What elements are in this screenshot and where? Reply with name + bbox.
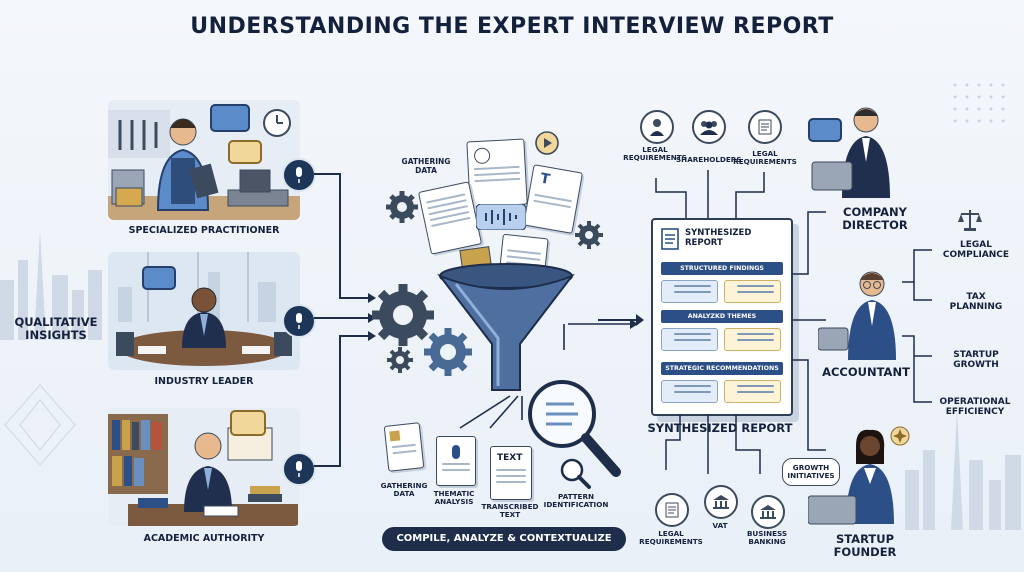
industry-leader-scene xyxy=(108,252,300,370)
report-top-label: SHAREHOLDERS xyxy=(676,155,742,164)
report-bottom-connectors xyxy=(665,414,761,474)
clock-icon xyxy=(263,109,291,137)
speech-bubble-icon xyxy=(142,266,176,290)
report-card xyxy=(724,328,781,351)
report-caption: SYNTHESIZED REPORT xyxy=(647,421,793,435)
gear-icon xyxy=(387,347,413,373)
process-step-label: PATTERN IDENTIFICATION xyxy=(543,492,609,510)
profile-document-icon xyxy=(466,138,528,208)
report-card xyxy=(724,280,781,303)
specialized-practitioner-scene xyxy=(108,100,300,220)
outcome-label: OPERATIONAL EFFICIENCY xyxy=(939,397,1011,418)
group-icon xyxy=(692,110,726,144)
stakeholder-connectors xyxy=(792,211,826,451)
bank-icon xyxy=(751,495,785,529)
bank-icon xyxy=(704,485,738,519)
outcome-label: LEGAL COMPLIANCE xyxy=(942,240,1010,261)
company-director-figure xyxy=(811,107,890,198)
speech-bubble-icon xyxy=(230,410,266,436)
gear-icon xyxy=(575,221,603,249)
text-document-icon: TEXT xyxy=(490,446,532,500)
scales-icon xyxy=(958,210,982,231)
report-section-header: STRATEGIC RECOMMENDATIONS xyxy=(661,362,783,375)
clipboard-document-icon xyxy=(383,422,425,472)
process-step-label: TRANSCRIBED TEXT xyxy=(481,502,539,520)
microphone-icon xyxy=(282,304,316,338)
report-top-label: LEGAL REQUIREMENTS xyxy=(623,145,687,163)
report-card xyxy=(724,380,781,403)
connector-arrows xyxy=(314,173,376,467)
report-card xyxy=(661,328,718,351)
speech-bubble-icon xyxy=(228,140,262,164)
sparkle-icon xyxy=(890,426,910,446)
document-icon xyxy=(661,228,679,250)
report-section-header: STRUCTURED FINDINGS xyxy=(661,262,783,275)
report-bottom-label: BUSINESS BANKING xyxy=(746,529,788,547)
audio-wave-icon xyxy=(476,204,526,230)
gear-icon xyxy=(372,284,434,346)
search-icon xyxy=(560,458,591,489)
stakeholder-label: COMPANY DIRECTOR xyxy=(842,205,908,233)
dot-grid xyxy=(953,83,1005,123)
page-title: UNDERSTANDING THE EXPERT INTERVIEW REPOR… xyxy=(190,14,834,39)
outcome-label: STARTUP GROWTH xyxy=(953,350,999,371)
funnel-icon xyxy=(437,263,575,391)
gear-icon xyxy=(424,328,472,376)
report-card xyxy=(661,380,718,403)
expert-label: INDUSTRY LEADER xyxy=(154,376,254,387)
speech-bubble-icon xyxy=(808,118,842,142)
report-title: SYNTHESIZED REPORT xyxy=(685,228,752,248)
arrow-to-report xyxy=(598,314,644,326)
qualitative-insights-label: QUALITATIVE INSIGHTS xyxy=(14,315,98,343)
report-card xyxy=(661,280,718,303)
synthesized-report-document: SYNTHESIZED REPORT STRUCTURED FINDINGS A… xyxy=(651,218,793,416)
play-icon xyxy=(535,131,559,155)
report-top-label: LEGAL REQUIREMENTS xyxy=(733,149,797,167)
audio-document-icon xyxy=(436,436,476,486)
text-doc-label: TEXT xyxy=(497,453,523,463)
legal-person-icon xyxy=(640,110,674,144)
stakeholder-label: ACCOUNTANT xyxy=(822,365,910,379)
checklist-icon xyxy=(748,110,782,144)
process-step-label: GATHERING DATA xyxy=(380,481,428,499)
report-top-connectors xyxy=(655,170,765,218)
speech-bubble-icon xyxy=(210,104,250,132)
startup-founder-figure xyxy=(808,429,894,525)
report-bottom-label: VAT xyxy=(712,521,728,530)
accountant-figure xyxy=(818,271,896,360)
microphone-icon xyxy=(282,452,316,486)
left-skyline xyxy=(0,230,102,340)
gathering-data-label: GATHERING DATA xyxy=(401,157,451,175)
expert-label: SPECIALIZED PRACTITIONER xyxy=(128,225,280,236)
report-bottom-label: LEGAL REQUIREMENTS xyxy=(639,529,703,547)
process-banner: COMPILE, ANALYZE & CONTEXTUALIZE xyxy=(382,527,626,551)
stakeholder-label: STARTUP FOUNDER xyxy=(833,532,897,560)
growth-initiatives-bubble: GROWTH INITIATIVES xyxy=(782,458,840,486)
right-skyline xyxy=(905,410,1021,530)
process-connectors xyxy=(459,319,638,429)
growth-initiatives-label: GROWTH INITIATIVES xyxy=(787,462,835,480)
process-step-label: THEMATIC ANALYSIS xyxy=(433,489,475,507)
document-icon xyxy=(655,493,689,527)
academic-authority-scene xyxy=(108,408,300,526)
report-section-header: ANALYZKD THEMES xyxy=(661,310,783,323)
outcome-label: TAX PLANNING xyxy=(949,292,1003,313)
diamond-pattern xyxy=(4,384,76,466)
outcome-connectors xyxy=(902,249,932,403)
expert-label: ACADEMIC AUTHORITY xyxy=(143,533,265,544)
magnifier-icon xyxy=(528,380,621,477)
gear-icon xyxy=(386,191,418,223)
